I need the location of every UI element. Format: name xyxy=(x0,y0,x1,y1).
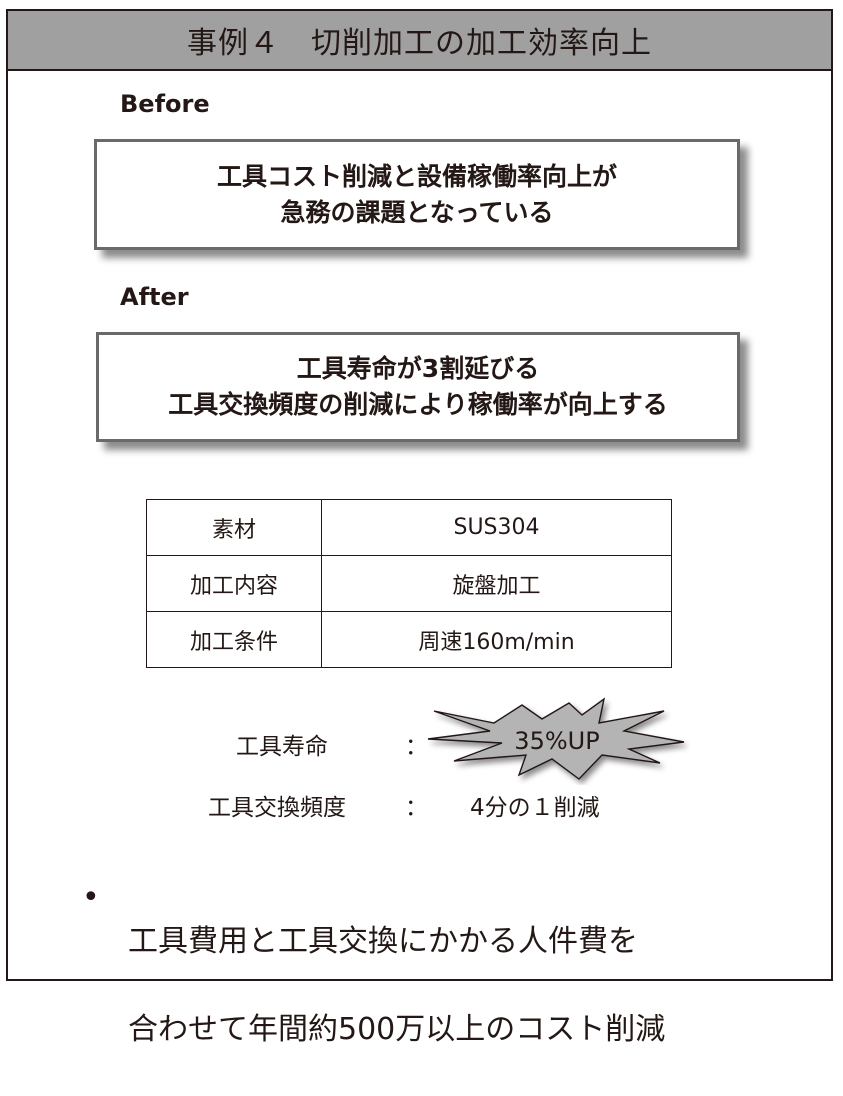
summary-bullet: • 工具費用と工具交換にかかる人件費を 合わせて年間約500万以上のコスト削減 xyxy=(82,876,666,1096)
after-line-2: 工具交換頻度の削減により稼働率が向上する xyxy=(168,390,668,419)
before-callout: 工具コスト削減と設備稼働率向上が 急務の課題となっている xyxy=(94,139,740,250)
spec-key: 素材 xyxy=(146,499,322,556)
after-line-1: 工具寿命が3割延びる xyxy=(296,354,540,383)
page-title: 事例４ 切削加工の加工効率向上 xyxy=(8,11,831,71)
result-separator: ： xyxy=(405,734,428,760)
summary-line-1: 工具費用と工具交換にかかる人件費を xyxy=(128,924,638,959)
summary-line-2: 合わせて年間約500万以上のコスト削減 xyxy=(128,1012,666,1047)
before-line-2: 急務の課題となっている xyxy=(280,197,554,227)
before-line-1: 工具コスト削減と設備稼働率向上が xyxy=(216,161,617,191)
table-row: 加工内容 旋盤加工 xyxy=(146,555,672,612)
result-separator: ： xyxy=(405,795,428,821)
result-value-exchange-frequency: 4分の１削減 xyxy=(470,795,600,821)
before-label: Before xyxy=(120,90,210,118)
after-label: After xyxy=(120,283,189,311)
starburst-icon xyxy=(427,697,685,780)
spec-value: 周速160m/min xyxy=(321,611,672,668)
after-callout: 工具寿命が3割延びる 工具交換頻度の削減により稼働率が向上する xyxy=(96,332,740,442)
page-title-text: 事例４ 切削加工の加工効率向上 xyxy=(187,26,652,61)
result-label-tool-life: 工具寿命 xyxy=(236,734,328,760)
table-row: 加工条件 周速160m/min xyxy=(146,611,672,668)
highlight-badge: 35%UP xyxy=(514,727,600,755)
spec-value: 旋盤加工 xyxy=(321,555,672,612)
bullet-icon: • xyxy=(82,880,100,915)
result-label-exchange-frequency: 工具交換頻度 xyxy=(208,795,346,821)
spec-key: 加工条件 xyxy=(146,611,322,668)
spec-value: SUS304 xyxy=(321,499,672,556)
spec-key: 加工内容 xyxy=(146,555,322,612)
table-row: 素材 SUS304 xyxy=(146,499,672,556)
spec-table: 素材 SUS304 加工内容 旋盤加工 加工条件 周速160m/min xyxy=(146,499,672,668)
